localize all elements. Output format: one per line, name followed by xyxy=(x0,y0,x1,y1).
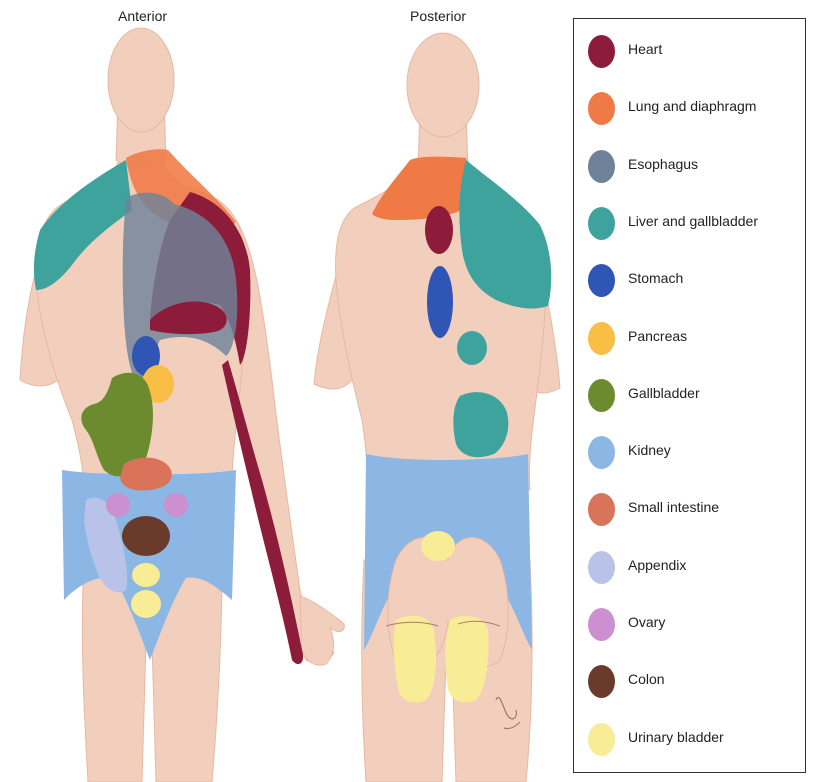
legend-swatch xyxy=(588,322,615,355)
posterior-urinary-bladder-top xyxy=(421,531,455,561)
anterior-colon-area xyxy=(122,516,170,556)
legend-swatch xyxy=(588,207,615,240)
legend-swatch xyxy=(588,35,615,68)
legend-label: Lung and diaphragm xyxy=(628,98,756,114)
legend-item: Heart xyxy=(574,31,805,71)
anterior-urinary-bladder-upper xyxy=(132,563,160,587)
legend-swatch xyxy=(588,436,615,469)
legend-swatch xyxy=(588,264,615,297)
legend-item: Small intestine xyxy=(574,489,805,529)
legend-swatch xyxy=(588,665,615,698)
posterior-liver-gallbladder-small xyxy=(457,331,487,365)
legend-swatch xyxy=(588,551,615,584)
legend-swatch xyxy=(588,723,615,756)
posterior-stomach-area xyxy=(427,266,453,338)
legend-label: Pancreas xyxy=(628,328,687,344)
legend-label: Stomach xyxy=(628,270,683,286)
legend-item: Colon xyxy=(574,661,805,701)
legend-item: Liver and gallbladder xyxy=(574,203,805,243)
legend-label: Small intestine xyxy=(628,499,719,515)
legend-label: Gallbladder xyxy=(628,385,700,401)
legend-item: Appendix xyxy=(574,547,805,587)
posterior-lung-diaphragm-area xyxy=(372,157,469,220)
anterior-urinary-bladder-lower xyxy=(131,590,161,618)
anterior-small-intestine-area xyxy=(120,458,172,491)
legend-item: Gallbladder xyxy=(574,375,805,415)
legend-swatch xyxy=(588,493,615,526)
anterior-view-label: Anterior xyxy=(118,8,167,24)
legend-label: Heart xyxy=(628,41,662,57)
legend-label: Appendix xyxy=(628,557,686,573)
posterior-urinary-bladder-left xyxy=(394,616,436,702)
legend-label: Kidney xyxy=(628,442,671,458)
legend-item: Pancreas xyxy=(574,318,805,358)
posterior-view-label: Posterior xyxy=(410,8,466,24)
anterior-figure xyxy=(20,28,344,782)
legend-item: Esophagus xyxy=(574,146,805,186)
posterior-heart-area xyxy=(425,206,453,254)
posterior-head xyxy=(407,33,479,137)
legend-label: Liver and gallbladder xyxy=(628,213,758,229)
legend: HeartLung and diaphragmEsophagusLiver an… xyxy=(573,18,806,773)
legend-swatch xyxy=(588,150,615,183)
legend-label: Urinary bladder xyxy=(628,729,724,745)
legend-label: Colon xyxy=(628,671,665,687)
anterior-head xyxy=(108,28,174,132)
anterior-ovary-left xyxy=(106,493,130,517)
legend-item: Urinary bladder xyxy=(574,719,805,759)
legend-item: Kidney xyxy=(574,432,805,472)
legend-label: Ovary xyxy=(628,614,665,630)
legend-item: Ovary xyxy=(574,604,805,644)
anterior-hand xyxy=(300,596,344,665)
legend-swatch xyxy=(588,92,615,125)
legend-item: Stomach xyxy=(574,260,805,300)
anterior-ovary-right xyxy=(164,493,188,517)
legend-label: Esophagus xyxy=(628,156,698,172)
posterior-figure xyxy=(314,33,560,782)
legend-swatch xyxy=(588,608,615,641)
posterior-liver-gallbladder-lower xyxy=(453,392,508,457)
posterior-urinary-bladder-right xyxy=(445,616,488,702)
legend-item: Lung and diaphragm xyxy=(574,88,805,128)
legend-swatch xyxy=(588,379,615,412)
